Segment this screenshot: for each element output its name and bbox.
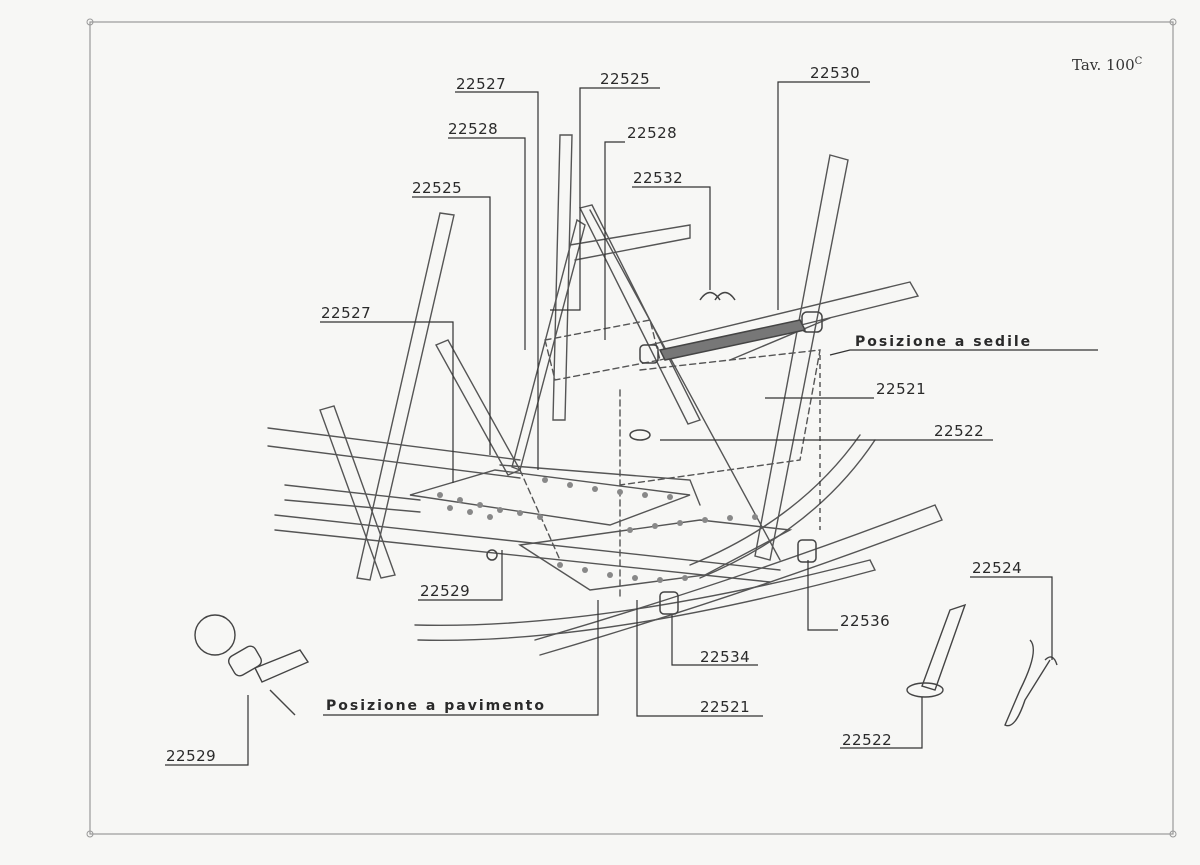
seat-position-label: Posizione a sedile xyxy=(855,334,1033,350)
plate-title-text: Tav. 100 xyxy=(1072,56,1135,74)
clamps xyxy=(486,291,823,615)
callout-22534: 22534 xyxy=(700,648,751,666)
callout-22525-left: 22525 xyxy=(412,179,463,197)
callout-22522-bottom: 22522 xyxy=(842,731,893,749)
leader-lines xyxy=(165,81,1098,766)
callout-22521-bottom: 22521 xyxy=(700,698,751,716)
callout-22529-bottom: 22529 xyxy=(166,747,217,765)
callout-22536: 22536 xyxy=(840,612,891,630)
callout-22529-mid: 22529 xyxy=(420,582,471,600)
callout-22522-right: 22522 xyxy=(934,422,985,440)
callout-22527-top: 22527 xyxy=(456,75,507,93)
pin-detail-icon xyxy=(194,614,310,716)
pin-22522-icon xyxy=(906,603,967,698)
plate-title-suffix: C xyxy=(1134,56,1143,67)
plate-title: Tav. 100C xyxy=(1072,56,1142,74)
callout-22532: 22532 xyxy=(633,169,684,187)
callout-22527-left: 22527 xyxy=(321,304,372,322)
callout-22521-right: 22521 xyxy=(876,380,927,398)
callout-22525-top: 22525 xyxy=(600,70,651,88)
spring-clip-icon xyxy=(1004,639,1058,727)
plate-frame xyxy=(89,21,1174,835)
frame-structure xyxy=(267,134,943,656)
callout-22524: 22524 xyxy=(972,559,1023,577)
perforated-plates xyxy=(437,477,758,583)
floor-position-label: Posizione a pavimento xyxy=(326,698,546,714)
callout-22528-right: 22528 xyxy=(627,124,678,142)
callout-22528-left: 22528 xyxy=(448,120,499,138)
callout-22530: 22530 xyxy=(810,64,861,82)
